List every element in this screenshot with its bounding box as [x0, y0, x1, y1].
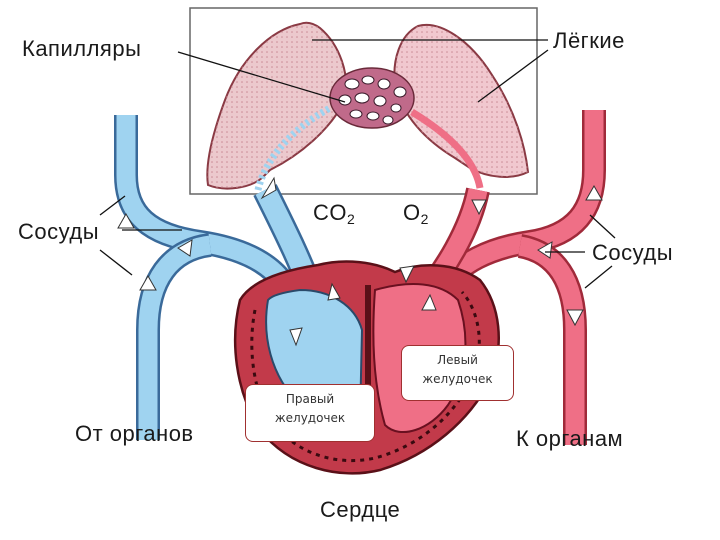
co2-text: CO	[313, 200, 347, 225]
leader-vessels-left-3	[99, 249, 133, 276]
callout-left-ventricle-line1: Левый	[437, 353, 478, 367]
label-capillaries: Капилляры	[22, 36, 142, 61]
arrow-right-vena	[177, 239, 193, 257]
leader-lungs-2	[477, 49, 549, 103]
arrow-down-aorta	[566, 309, 584, 327]
leader-vessels-right-3	[584, 265, 613, 289]
callout-left-ventricle-line2: желудочек	[422, 372, 493, 386]
label-to-organs: К органам	[516, 426, 624, 451]
leader-vessels-right-1	[589, 214, 616, 239]
left-lung-texture	[207, 22, 347, 189]
label-from-organs: От органов	[75, 421, 194, 446]
label-vessels-right: Сосуды	[592, 240, 674, 265]
label-co2: CO2	[313, 200, 356, 227]
pulmonary-vein-branch	[410, 109, 484, 189]
callout-right-ventricle-line1: Правый	[285, 392, 335, 406]
capillary-network	[329, 67, 415, 129]
arrow-down-rv	[289, 327, 303, 347]
arrow-up-vena-lower	[139, 274, 157, 291]
arrow-down-pulm-vein	[471, 199, 487, 216]
o2-text: O	[403, 200, 421, 225]
arrow-up-pulmonary-2	[327, 282, 341, 301]
flow-arrows	[117, 176, 603, 347]
co2-subscript: 2	[347, 211, 356, 227]
arrow-up-lv	[421, 293, 437, 311]
arrow-down-pulm-vein-2	[399, 265, 415, 284]
callout-left-ventricle: Левый желудочек	[401, 345, 514, 401]
arrow-up-pulmonary	[260, 176, 277, 200]
right-lung-texture	[394, 24, 528, 177]
leader-vessels-left-1	[99, 195, 126, 216]
label-vessels-left: Сосуды	[18, 219, 100, 244]
label-heart: Сердце	[320, 497, 401, 522]
arrow-up-aorta-upper	[585, 184, 603, 201]
arrow-right-aorta	[537, 241, 553, 259]
pulmonary-artery-branch	[254, 104, 332, 191]
callout-right-ventricle: Правый желудочек	[245, 384, 375, 442]
leader-capillaries	[177, 51, 346, 103]
label-lungs: Лёгкие	[553, 28, 625, 53]
label-o2: O2	[403, 200, 429, 227]
arrow-up-vena	[117, 212, 135, 229]
callout-right-ventricle-line2: желудочек	[274, 411, 346, 425]
o2-subscript: 2	[420, 211, 429, 227]
lung-frame	[189, 7, 538, 195]
